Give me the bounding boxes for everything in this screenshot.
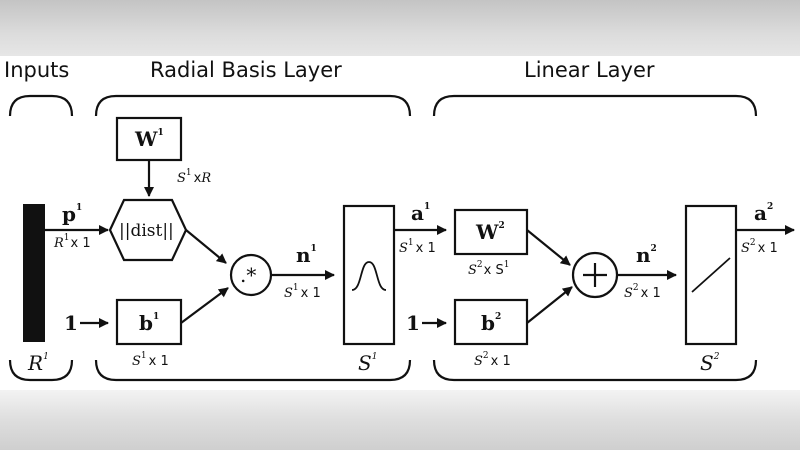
inputs-title: Inputs bbox=[4, 58, 69, 82]
inputs-top-brace bbox=[8, 94, 74, 117]
multiply-symbol: .* bbox=[240, 263, 256, 287]
radial-basis-layer-title: Radial Basis Layer bbox=[150, 58, 342, 82]
n1-label: n1 bbox=[296, 243, 317, 267]
linear-bottom-brace bbox=[432, 359, 758, 382]
p1-label: p1 bbox=[62, 202, 82, 226]
input-vector-bar bbox=[23, 204, 45, 342]
w2-label: W2 bbox=[475, 220, 505, 244]
radbas-transfer-block bbox=[342, 204, 396, 346]
input-size-label: R1 bbox=[27, 351, 49, 375]
a1-label: a1 bbox=[411, 201, 430, 225]
bias-input-one-2: 1 bbox=[406, 311, 420, 335]
s1-layer-size: S1 bbox=[358, 351, 377, 375]
b2-box bbox=[453, 298, 529, 346]
linear-layer-title: Linear Layer bbox=[524, 58, 655, 82]
a2-label: a2 bbox=[754, 201, 773, 225]
n2-label: n2 bbox=[636, 243, 657, 267]
w2-dimension: S2x S1 bbox=[468, 260, 509, 278]
gaussian-icon bbox=[351, 261, 387, 291]
radial-top-brace bbox=[94, 94, 412, 117]
linear-icon bbox=[691, 257, 731, 293]
linear-top-brace bbox=[432, 94, 758, 117]
b2-to-sum-arrow bbox=[526, 286, 573, 324]
radial-bottom-brace bbox=[94, 359, 412, 382]
w1-box bbox=[115, 116, 183, 162]
w2-to-sum-arrow bbox=[526, 229, 571, 266]
blurred-bottom-band bbox=[0, 390, 800, 450]
dist-to-mult-arrow bbox=[185, 229, 227, 264]
blurred-top-band bbox=[0, 0, 800, 62]
w2-box bbox=[453, 208, 529, 256]
inputs-bottom-brace bbox=[8, 359, 74, 382]
s2-layer-size: S2 bbox=[700, 351, 720, 375]
p1-dimension: R1x 1 bbox=[53, 233, 91, 251]
b1-label: b1 bbox=[139, 311, 159, 335]
b1-to-mult-arrow bbox=[180, 287, 229, 324]
b2-label: b2 bbox=[481, 311, 501, 335]
w1-label: W1 bbox=[134, 127, 164, 151]
bias-input-one-1: 1 bbox=[64, 311, 78, 335]
dist-label: ||dist|| bbox=[119, 221, 174, 241]
